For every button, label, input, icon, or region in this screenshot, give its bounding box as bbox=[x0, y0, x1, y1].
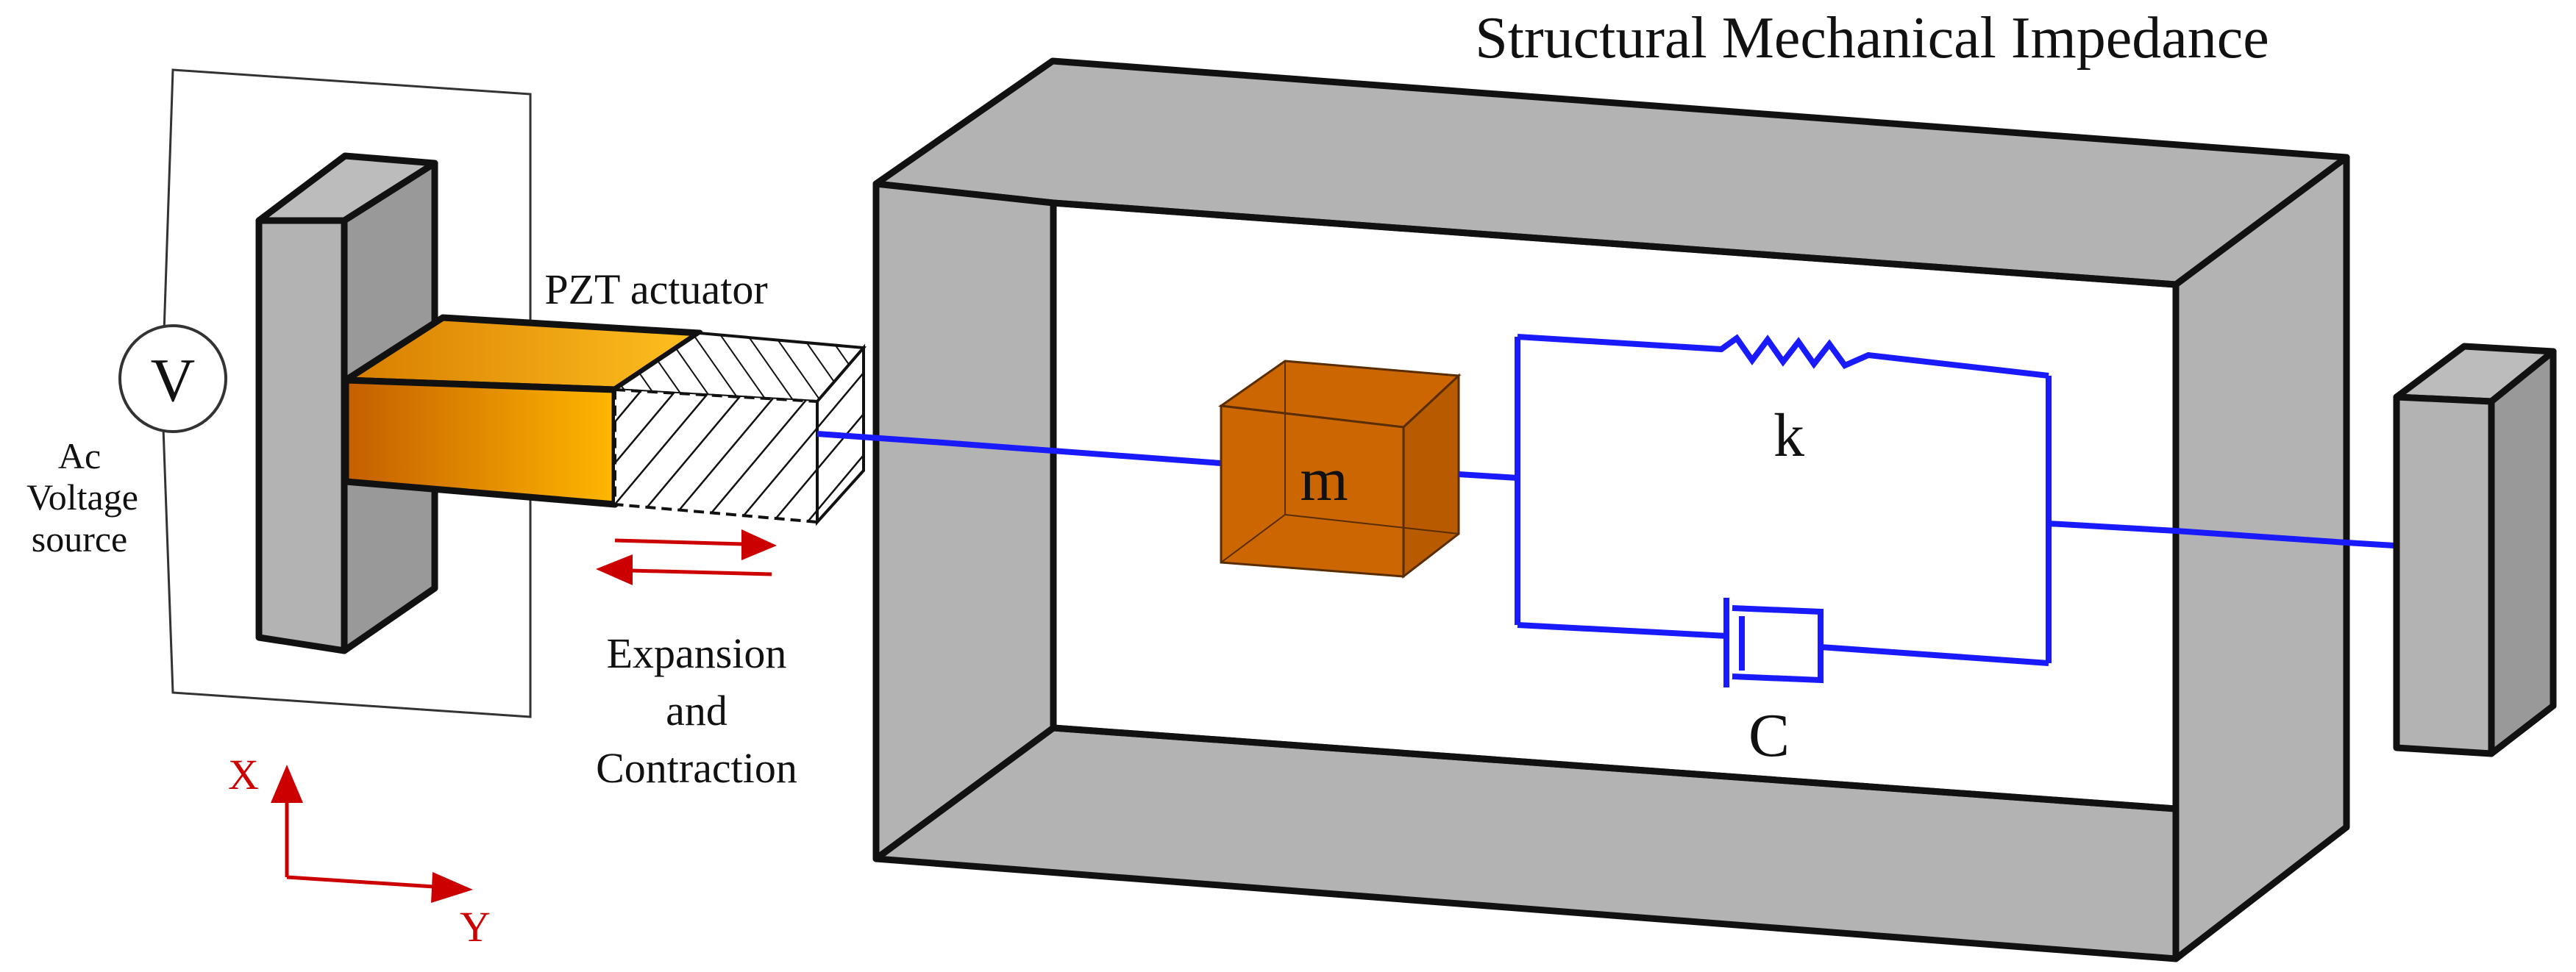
voltage-symbol-label: V bbox=[151, 346, 196, 415]
right-support-block bbox=[2393, 343, 2557, 757]
voltage-circuit: V Ac Voltage source bbox=[26, 68, 532, 718]
connector-rod-right bbox=[2048, 521, 2395, 548]
axis-y-label: Y bbox=[460, 903, 491, 951]
frame-right-face bbox=[2172, 154, 2350, 962]
mass-block: m bbox=[1217, 360, 1462, 579]
coordinate-axes: X Y bbox=[228, 751, 491, 951]
source-label-line3: source bbox=[32, 518, 128, 560]
source-label-line2: Voltage bbox=[26, 476, 138, 518]
pzt-label: PZT actuator bbox=[544, 265, 767, 313]
source-label-line1: Ac bbox=[58, 435, 101, 476]
mechanical-model: m k C bbox=[816, 334, 2395, 770]
motion-label-line3: Contraction bbox=[596, 744, 797, 792]
pzt-expansion-front bbox=[613, 387, 819, 524]
pzt-actuator: PZT actuator bbox=[342, 265, 867, 526]
motion-arrows: Expansion and Contraction bbox=[596, 529, 797, 792]
connector-rod-left bbox=[816, 431, 1222, 466]
motion-label-line1: Expansion bbox=[607, 629, 787, 677]
impedance-frame bbox=[872, 57, 2350, 962]
damper-label: C bbox=[1748, 701, 1790, 770]
spring-element bbox=[1517, 334, 2049, 379]
damper-element bbox=[1723, 598, 2049, 687]
mass-label: m bbox=[1300, 446, 1348, 514]
diagram-title: Structural Mechanical Impedance bbox=[1475, 6, 2269, 71]
voltage-source-symbol bbox=[118, 324, 227, 433]
motion-label-line2: and bbox=[666, 687, 727, 735]
spring-label: k bbox=[1773, 401, 1804, 470]
axis-x-label: X bbox=[228, 751, 259, 798]
